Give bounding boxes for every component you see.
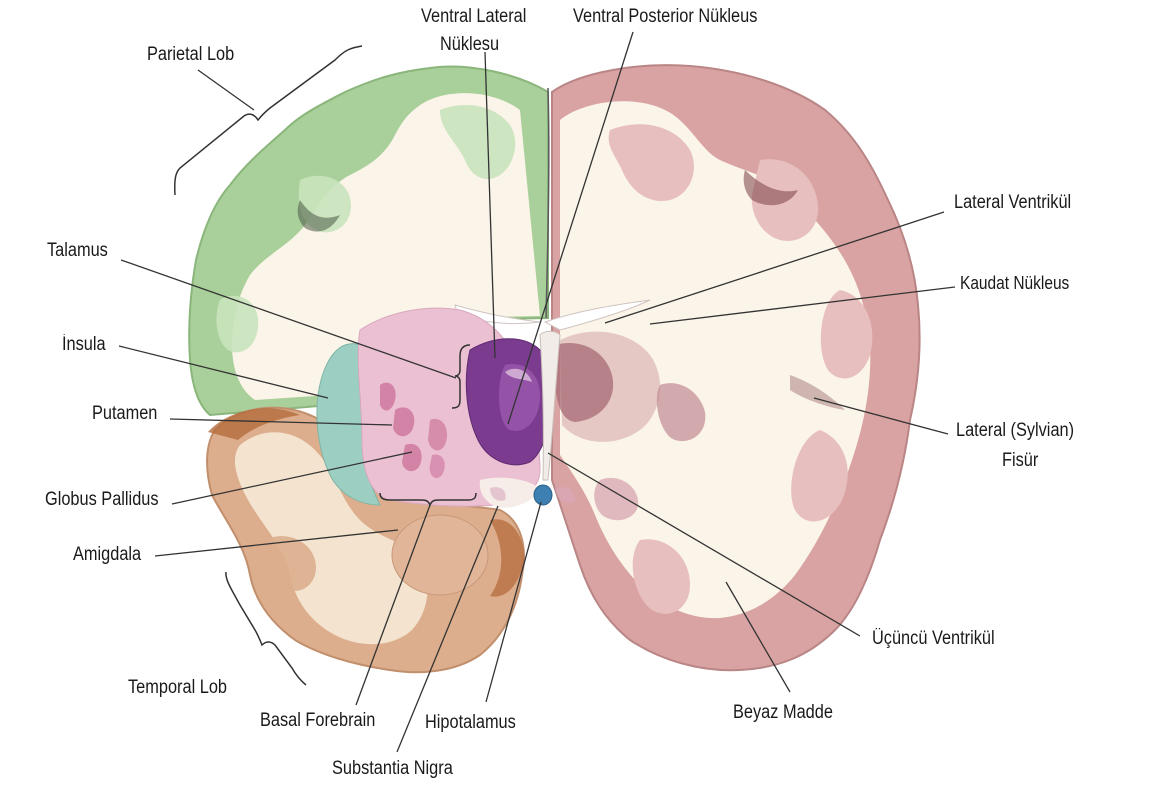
label-ventral-posterior: Ventral Posterior Nükleus [573,6,758,27]
label-ucuncu-ventrikul: Üçüncü Ventrikül [872,628,995,649]
leader-lines [118,31,956,753]
label-ventral-lateral-line1: Ventral Lateral [421,6,527,27]
parietal-bracket [174,45,363,196]
label-lateral-ventrikul: Lateral Ventrikül [954,192,1072,213]
temporal-bracket [225,571,307,686]
label-temporal-lob: Temporal Lob [128,677,228,698]
label-putamen: Putamen [92,403,158,424]
label-ventral-lateral-line2: Nüklesu [440,34,500,55]
left-white-matter [232,93,540,400]
label-parietal-lob: Parietal Lob [147,44,235,65]
label-substantia-nigra: Substantia Nigra [332,758,453,779]
label-hipotalamus: Hipotalamus [425,712,516,733]
label-amigdala: Amigdala [73,544,142,565]
label-kaudat: Kaudat Nükleus [960,273,1070,293]
label-sylvian-line2: Fisür [1002,450,1039,471]
label-beyaz-madde: Beyaz Madde [733,702,833,723]
label-insula: İnsula [62,334,106,355]
label-sylvian-line1: Lateral (Sylvian) [956,420,1075,441]
amygdala-shape [391,514,489,596]
label-basal-forebrain: Basal Forebrain [260,710,376,731]
hypothalamus-shape [533,484,553,506]
talamus-bracket [451,344,471,409]
label-talamus: Talamus [47,240,108,261]
label-globus-pallidus: Globus Pallidus [45,489,159,510]
